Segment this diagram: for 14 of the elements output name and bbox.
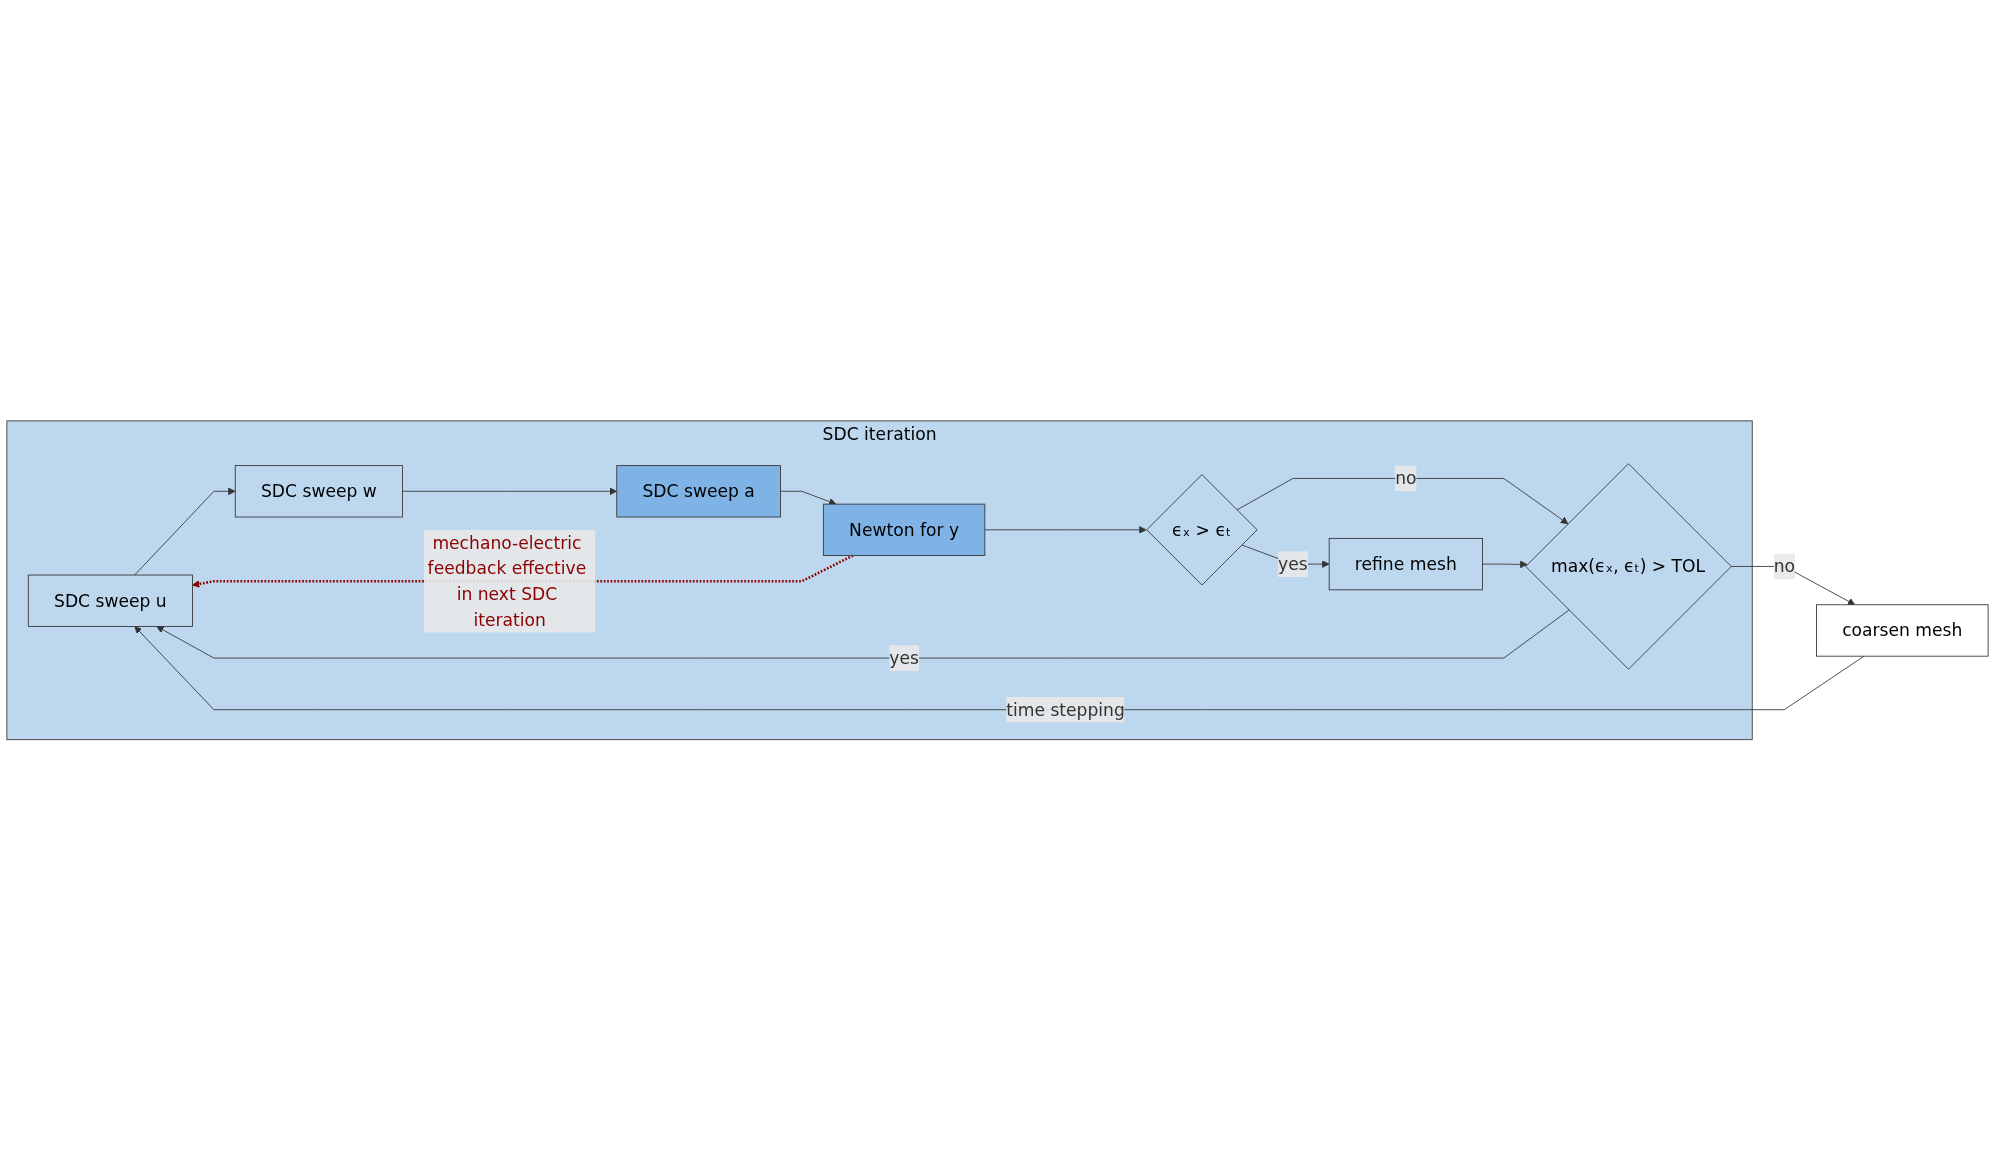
node-diamond: max(ϵₓ, ϵₜ) > TOL <box>1525 463 1732 670</box>
edge-label: yes <box>889 648 919 669</box>
edge-label: yes <box>1278 554 1308 575</box>
node-box: SDC sweep u <box>27 574 193 628</box>
node-box: Newton for y <box>822 503 986 557</box>
edge-label: mechano-electric feedback effective in next SDC iteration <box>427 532 587 631</box>
edge-label: no <box>1395 468 1417 489</box>
edge-label: time stepping <box>1006 699 1125 721</box>
node-diamond: ϵₓ > ϵₜ <box>1146 474 1258 586</box>
node-box: SDC sweep w <box>234 465 403 518</box>
node-box: coarsen mesh <box>1816 604 1989 657</box>
node-box: SDC sweep a <box>616 465 781 518</box>
edge-label: no <box>1773 556 1796 577</box>
node-box: refine mesh <box>1328 538 1483 591</box>
